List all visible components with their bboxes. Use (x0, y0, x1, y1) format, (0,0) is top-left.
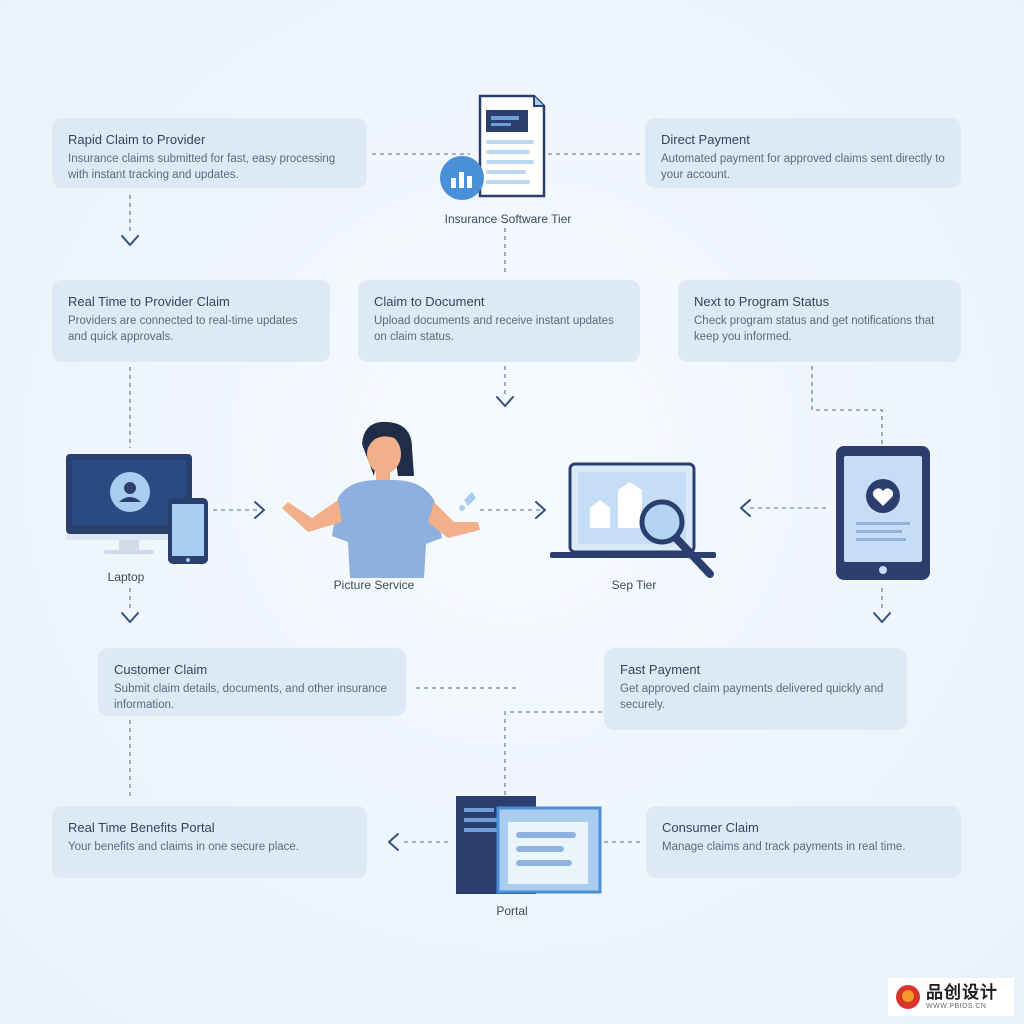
arrowhead-to-c8 (388, 833, 399, 851)
desktop-monitor-icon (66, 454, 208, 564)
connector-c7-to-portal (504, 711, 602, 796)
watermark-logo: 品创设计 WWW.PBIDS.CN (888, 978, 1014, 1016)
watermark-site: WWW.PBIDS.CN (926, 1003, 987, 1010)
arrowhead-tablet-down (873, 612, 891, 623)
watermark-brand: 品创设计 (926, 983, 998, 1002)
connector-c5-to-tablet (811, 366, 883, 444)
watermark-text: 品创设计 WWW.PBIDS.CN (926, 984, 998, 1010)
laptop-label: Laptop (107, 570, 145, 584)
arrowhead-to-laptop (535, 501, 546, 519)
smartphone-icon (168, 498, 208, 564)
card-body: Insurance claims submitted for fast, eas… (68, 153, 336, 181)
card-title: Real Time to Provider Claim (68, 294, 230, 309)
analytics-label: Sep Tier (611, 578, 657, 592)
laptop-icon (550, 462, 716, 578)
card-body: Get approved claim payments delivered qu… (620, 683, 884, 711)
document-icon (440, 94, 546, 200)
card-title: Real Time Benefits Portal (68, 820, 215, 835)
card-program-status: Next to Program Status Check program sta… (678, 280, 961, 362)
card-body: Check program status and get notificatio… (694, 315, 935, 343)
bar-chart-icon (440, 156, 484, 200)
card-body: Upload documents and receive instant upd… (374, 315, 614, 343)
card-body: Providers are connected to real-time upd… (68, 315, 298, 343)
card-claim-document: Claim to Document Upload documents and r… (358, 280, 640, 362)
portal-windows-icon (456, 796, 602, 894)
user-icon (110, 472, 150, 512)
card-rapid-claim: Rapid Claim to Provider Insurance claims… (52, 118, 367, 188)
card-body: Submit claim details, documents, and oth… (114, 683, 387, 711)
brand-mark-icon (896, 985, 920, 1009)
arrowhead-c1-down (121, 235, 139, 246)
card-title: Customer Claim (114, 662, 208, 677)
portal-label: Portal (496, 904, 528, 918)
card-title: Next to Program Status (694, 294, 830, 309)
card-direct-payment: Direct Payment Automated payment for app… (645, 118, 961, 188)
card-title: Consumer Claim (662, 820, 759, 835)
arrowhead-tablet-to-laptop (740, 499, 751, 517)
card-title: Direct Payment (661, 132, 750, 147)
card-title: Rapid Claim to Provider (68, 132, 206, 147)
magnifier-icon (639, 499, 714, 578)
heart-shield-icon (866, 479, 900, 513)
arrowhead-to-person (254, 501, 265, 519)
card-customer-claim: Customer Claim Submit claim details, doc… (98, 648, 406, 716)
card-body: Manage claims and track payments in real… (662, 841, 906, 853)
card-benefits-portal: Real Time Benefits Portal Your benefits … (52, 806, 367, 878)
person-label: Picture Service (333, 578, 415, 592)
arrowhead-devices-down (121, 612, 139, 623)
card-body: Automated payment for approved claims se… (661, 153, 945, 181)
insurance-tier-label: Insurance Software Tier (444, 212, 572, 226)
card-title: Fast Payment (620, 662, 701, 677)
card-real-time-provider: Real Time to Provider Claim Providers ar… (52, 280, 330, 362)
person-icon (282, 421, 480, 578)
card-fast-payment: Fast Payment Get approved claim payments… (604, 648, 907, 730)
card-title: Claim to Document (374, 294, 485, 309)
tablet-icon (836, 446, 930, 580)
card-consumer-claim: Consumer Claim Manage claims and track p… (646, 806, 961, 878)
arrowhead-c4-down (496, 396, 514, 407)
card-body: Your benefits and claims in one secure p… (68, 841, 299, 853)
